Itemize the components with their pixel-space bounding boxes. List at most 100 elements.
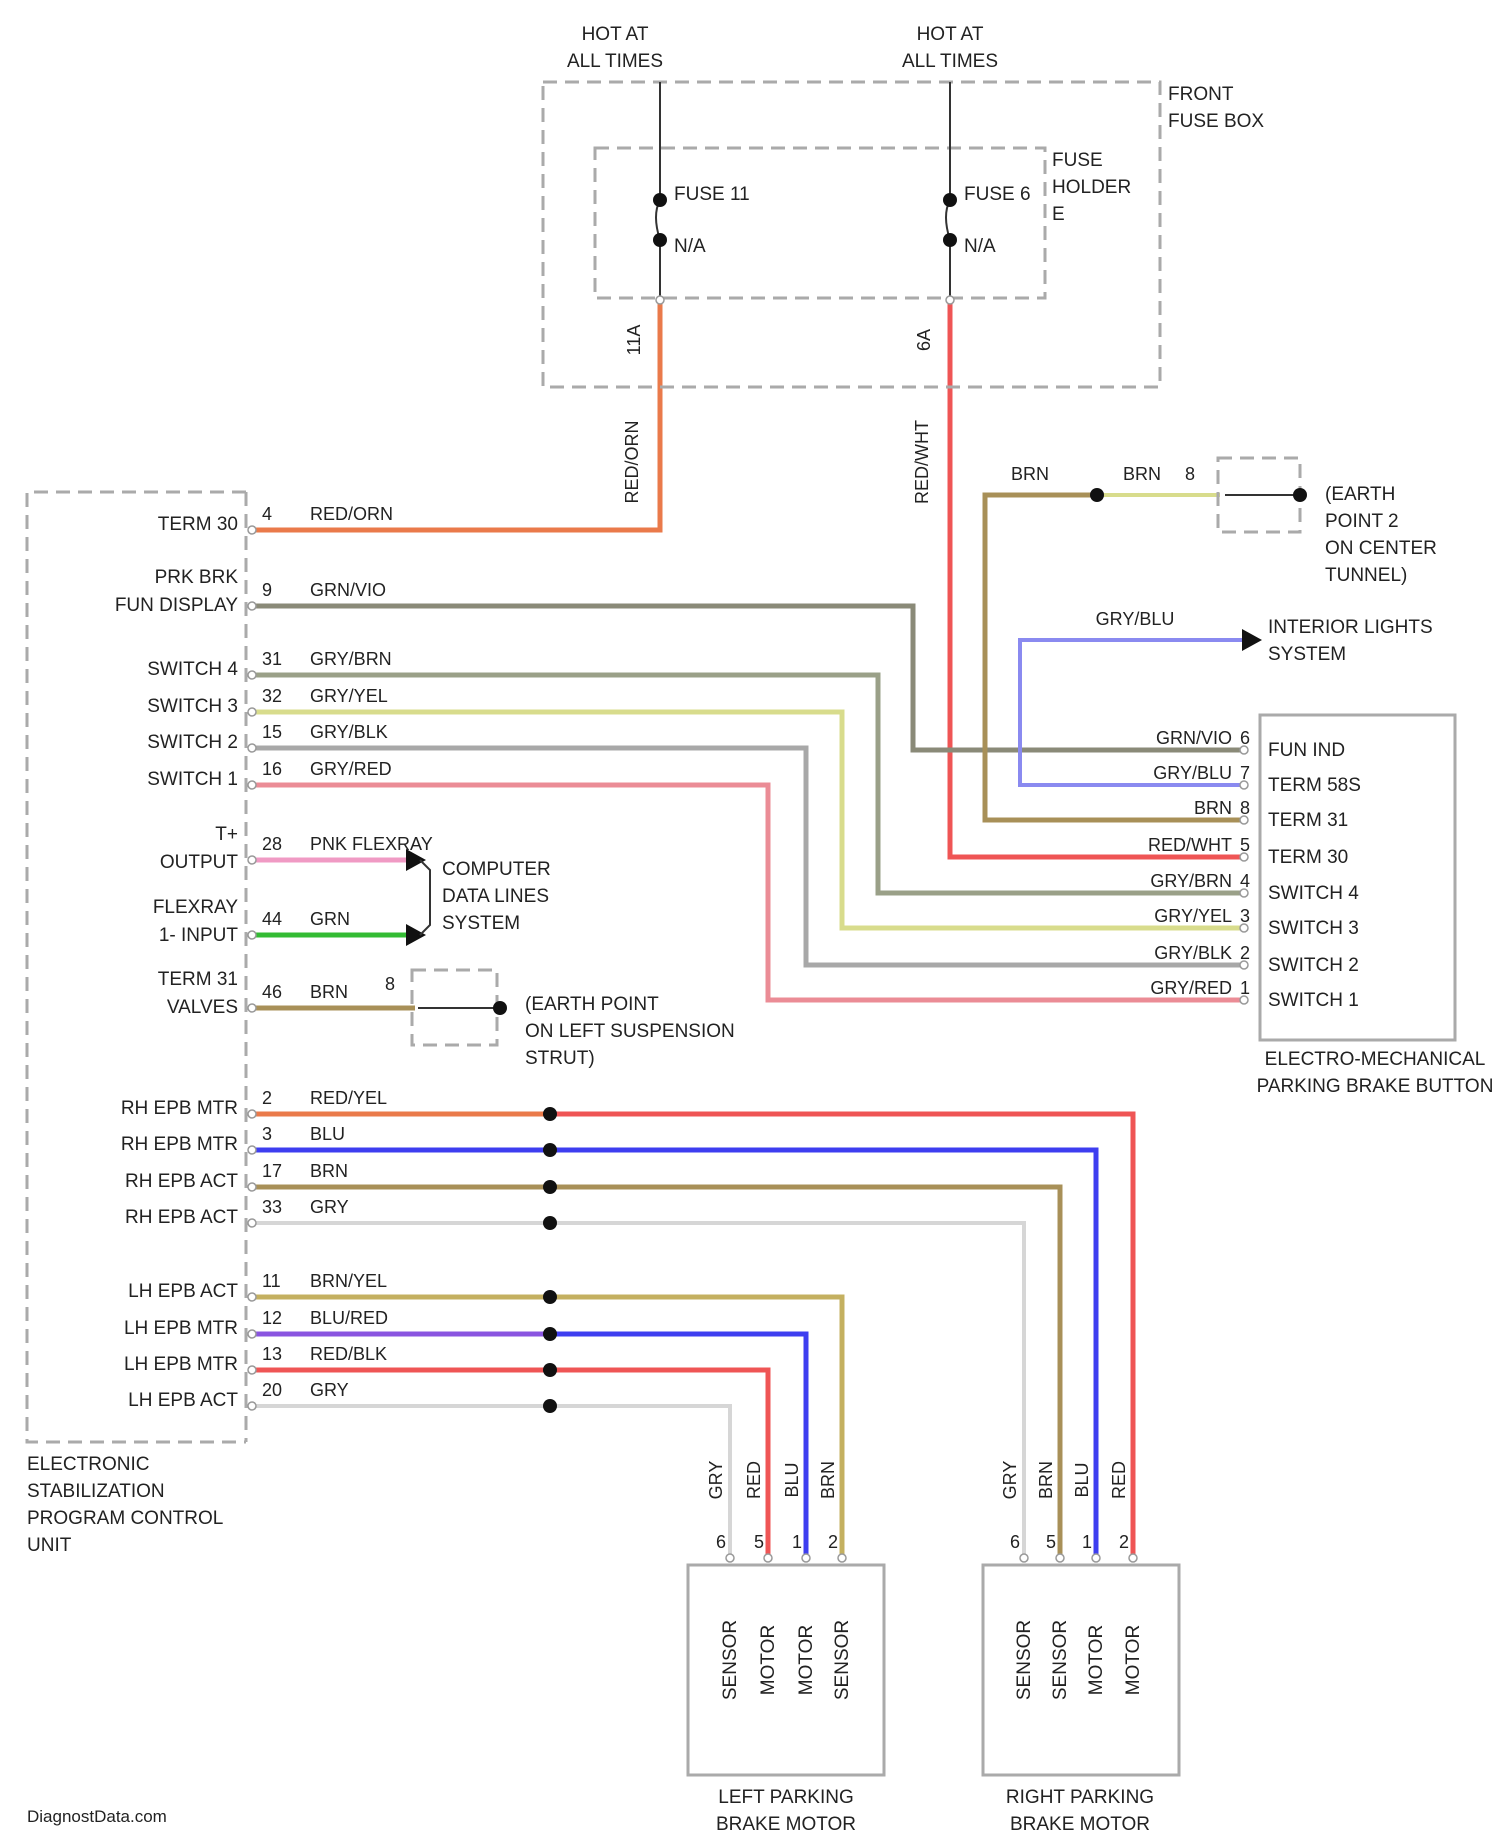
esp-wire-color: RED/YEL [310,1088,387,1108]
esp-wire-color: GRY/BRN [310,649,392,669]
button-pin-number: 5 [1240,835,1250,855]
connector-pin [248,602,256,610]
right-motor-label: BRAKE MOTOR [1010,1814,1150,1835]
right-motor-pin-label: MOTOR [1086,1625,1107,1695]
esp-control-unit-label: UNIT [27,1535,72,1556]
esp-pin-label: FUN DISPLAY [115,595,239,616]
earth-left-label: ON LEFT SUSPENSION [525,1021,735,1042]
button-pin-label: TERM 58S [1268,775,1361,796]
connector-pin [802,1554,810,1562]
button-pin-label: TERM 30 [1268,847,1348,868]
right-motor-wire-color: BRN [1036,1461,1056,1499]
button-pin-number: 2 [1240,943,1250,963]
connector-pin [248,1402,256,1410]
esp-control-unit-label: ELECTRONIC [27,1454,149,1475]
left-motor-pin-number: 6 [716,1532,726,1552]
esp-wire-color: GRY/BLK [310,722,388,742]
earth-left-label: STRUT) [525,1048,595,1069]
left-motor-wire-color: RED [744,1461,764,1499]
esp-pin-label: SWITCH 2 [147,732,238,753]
button-wire-color: BRN [1194,798,1232,818]
esp-pin-label: SWITCH 4 [147,659,238,680]
button-pin-label: SWITCH 2 [1268,955,1359,976]
left-motor-pin-number: 5 [754,1532,764,1552]
button-pin-label: SWITCH 1 [1268,990,1359,1011]
esp-pin-number: 44 [262,909,282,929]
esp-pin-label: RH EPB MTR [121,1098,238,1119]
esp-pin-number: 16 [262,759,282,779]
button-pin-number: 6 [1240,728,1250,748]
button-wire-color: GRY/YEL [1154,906,1232,926]
esp-pin-number: 12 [262,1308,282,1328]
button-pin-label: TERM 31 [1268,810,1348,831]
earth-center-label: POINT 2 [1325,511,1399,532]
esp-pin-label: LH EPB MTR [124,1354,238,1375]
left-motor-wire-color: GRY [706,1461,726,1500]
connector-pin [248,781,256,789]
left-motor-pin-label: SENSOR [832,1620,853,1700]
esp-pin-label: PRK BRK [155,567,239,588]
interior-lights-label: SYSTEM [1268,644,1346,665]
connector-pin [726,1554,734,1562]
esp-wire-color: GRY [310,1197,349,1217]
interior-lights-label: INTERIOR LIGHTS [1268,617,1433,638]
connector-pin [248,526,256,534]
esp-pin-number: 15 [262,722,282,742]
esp-wire-color: GRY/RED [310,759,392,779]
esp-pin-label: 1- INPUT [159,925,239,946]
left-motor-pin-label: MOTOR [796,1625,817,1695]
esp-pin-label: OUTPUT [160,852,239,873]
connector-pin [248,931,256,939]
esp-pin-number: 20 [262,1380,282,1400]
connector-pin [248,1366,256,1374]
fuse-11-pin: 11A [624,325,644,356]
right-motor-pin-number: 2 [1119,1532,1129,1552]
esp-pin-number: 13 [262,1344,282,1364]
fuse-terminal [653,193,667,207]
esp-pin-label: LH EPB ACT [128,1281,238,1302]
connector-pin [248,1004,256,1012]
esp-pin-label: FLEXRAY [153,897,239,918]
fuse-holder-label: FUSE [1052,150,1103,171]
esp-wire-color: BLU/RED [310,1308,388,1328]
esp-pin-number: 46 [262,982,282,1002]
esp-pin-number: 2 [262,1088,272,1108]
fuse-6-wire-color: RED/WHT [912,420,932,504]
connector-pin [1056,1554,1064,1562]
earth-point [493,1001,507,1015]
connector-pin [1092,1554,1100,1562]
esp-wire-color: RED/BLK [310,1344,387,1364]
connector-pin [248,856,256,864]
interior-wire-color: GRY/BLU [1096,609,1175,629]
esp-wire-color: BRN/YEL [310,1271,387,1291]
esp-pin-label: LH EPB MTR [124,1318,238,1339]
hot-at-all-times-label: HOT AT [582,24,649,45]
left-motor-label: LEFT PARKING [718,1787,854,1808]
connector-pin [248,1110,256,1118]
button-pin-label: SWITCH 3 [1268,918,1359,939]
connector-pin [248,1146,256,1154]
fuse-11-label: FUSE 11 [674,184,750,205]
connector-pin [248,1330,256,1338]
splice-dot [543,1327,557,1341]
esp-pin-label: TERM 30 [158,514,238,535]
right-motor-pin-label: SENSOR [1014,1620,1035,1700]
esp-pin-label: RH EPB ACT [125,1207,238,1228]
connector-pin [248,708,256,716]
esp-pin-label: SWITCH 1 [147,769,238,790]
connector-pin [248,744,256,752]
esp-pin-number: 33 [262,1197,282,1217]
esp-wire-color: GRY/YEL [310,686,388,706]
button-wire-color: GRY/BLU [1153,763,1232,783]
esp-control-unit-label: PROGRAM CONTROL [27,1508,223,1529]
earth-center-label: TUNNEL) [1325,565,1407,586]
earth-center-label: ON CENTER [1325,538,1437,559]
left-motor-wire-color: BLU [782,1462,802,1497]
fuse-6-amps: N/A [964,236,996,257]
computer-data-lines-label: SYSTEM [442,913,520,934]
earth-pin-number: 8 [1185,464,1195,484]
esp-wire-color: BRN [310,982,348,1002]
right-motor-wire-color: GRY [1000,1461,1020,1500]
button-wire-color: GRY/BLK [1154,943,1232,963]
splice-dot [543,1143,557,1157]
